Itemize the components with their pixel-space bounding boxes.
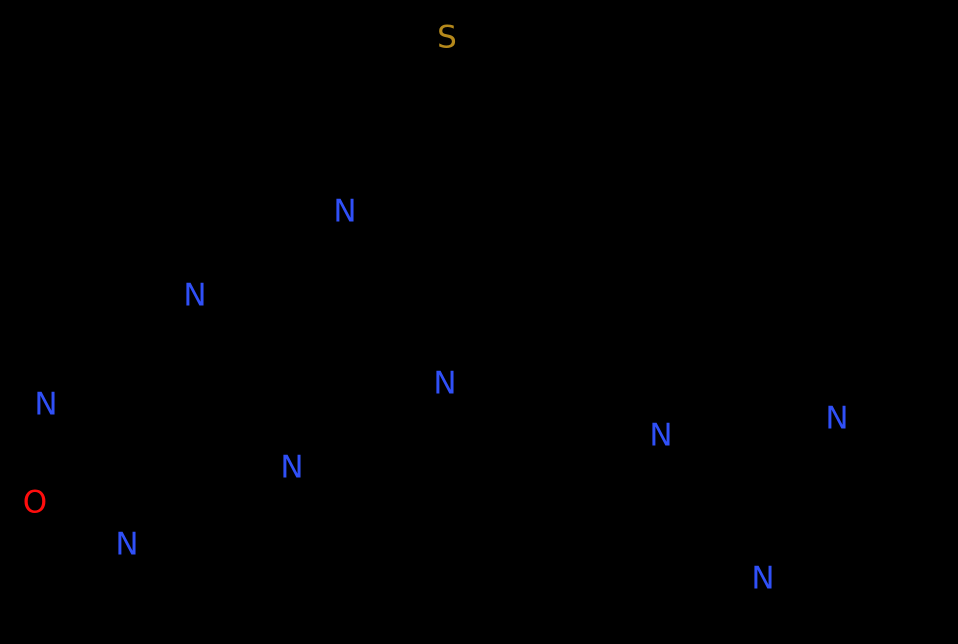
atom-nitrogen: N [183,277,207,314]
atom-nitrogen: N [115,526,139,563]
atom-nitrogen: N [333,193,357,230]
atom-sulfur: S [437,19,457,56]
atom-nitrogen: N [751,560,775,597]
atom-nitrogen: N [825,400,849,437]
atom-nitrogen: N [649,417,673,454]
atom-oxygen: O [22,484,48,521]
atom-nitrogen: N [280,449,304,486]
atom-nitrogen: N [34,386,58,423]
atom-nitrogen: N [433,365,457,402]
